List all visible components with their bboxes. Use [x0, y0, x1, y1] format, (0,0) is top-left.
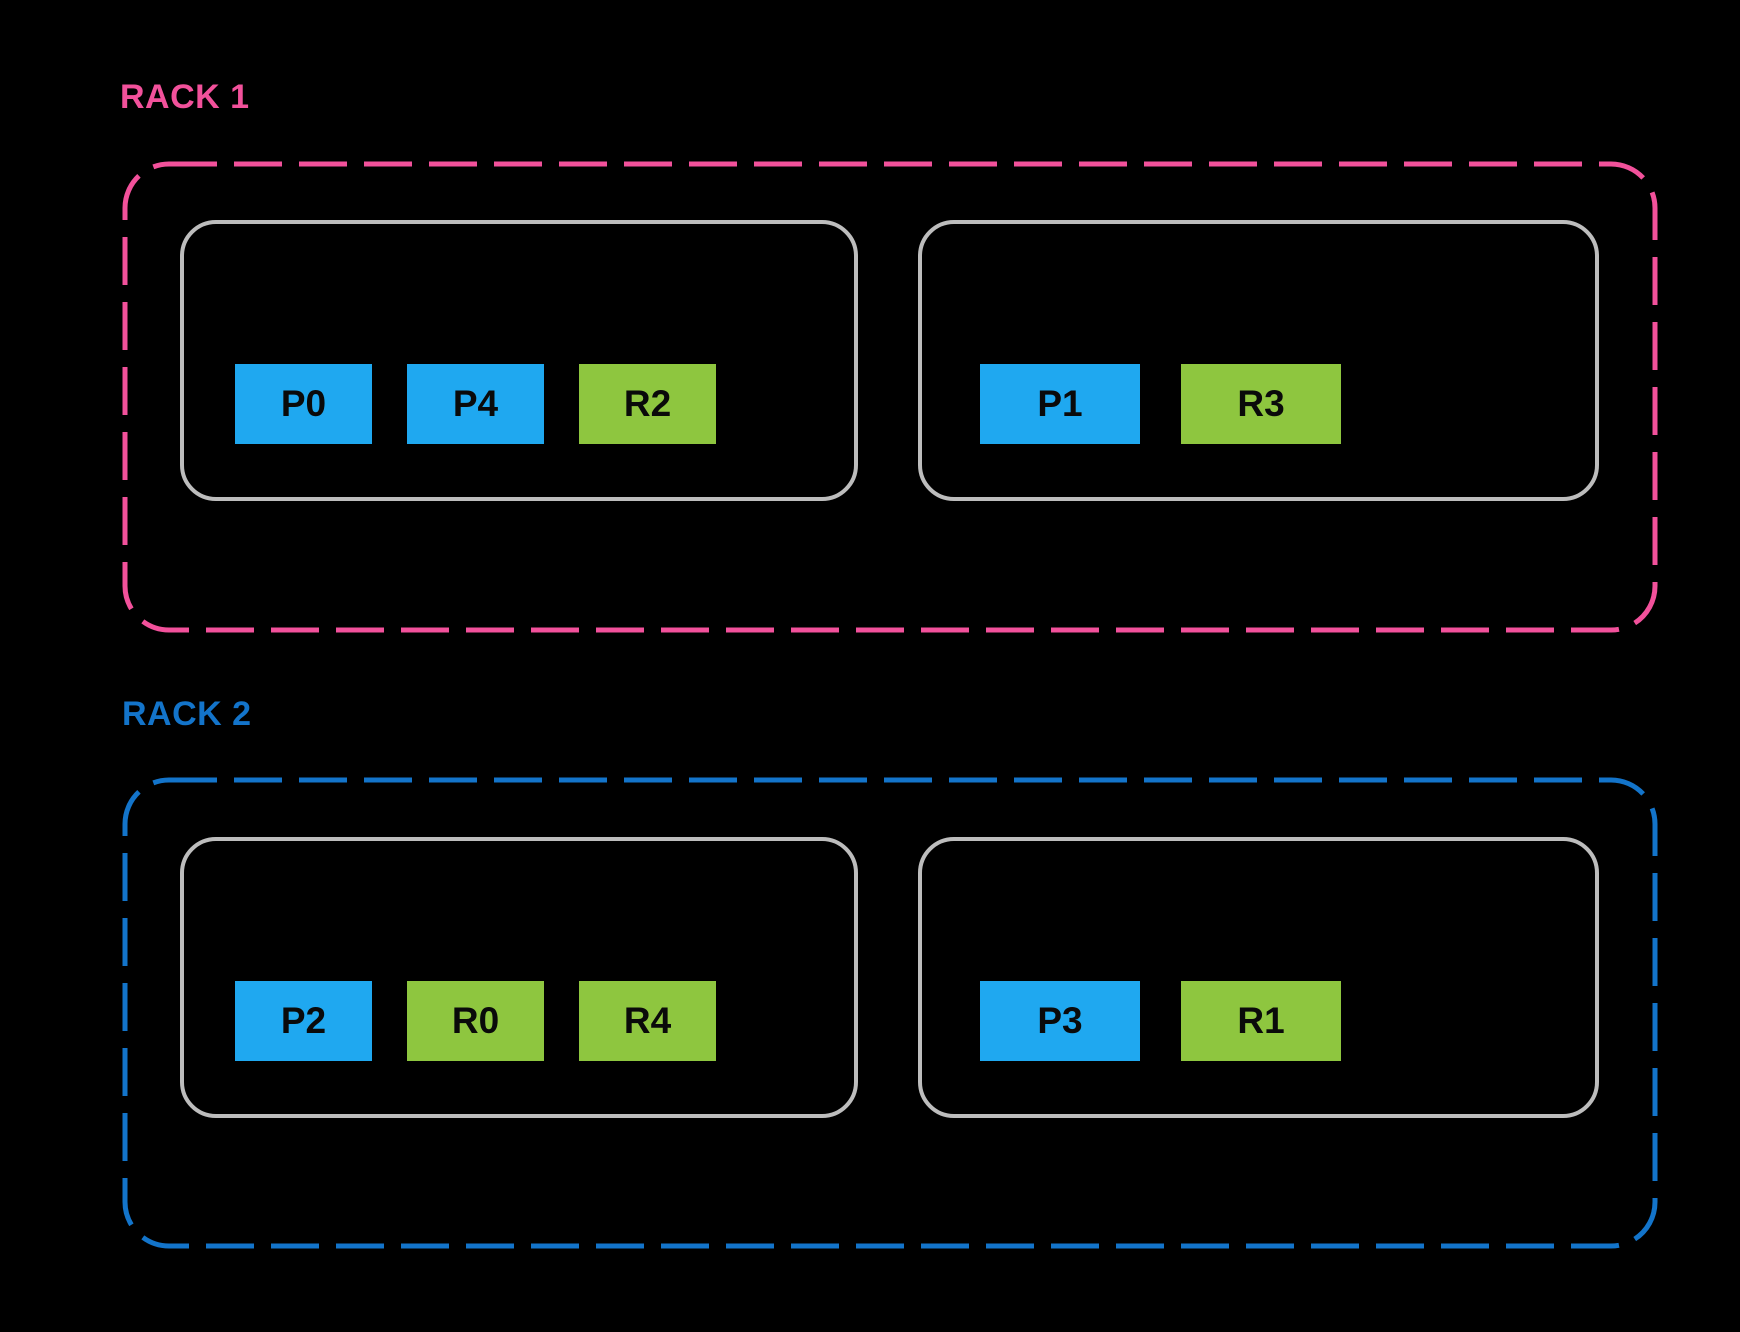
rack-2-host-1: P2 R0 R4 — [180, 837, 858, 1118]
node-p2: P2 — [235, 981, 372, 1061]
node-r1: R1 — [1181, 981, 1341, 1061]
node-p0: P0 — [235, 364, 372, 444]
rack-1-dashed-border — [122, 161, 1658, 633]
node-r4: R4 — [579, 981, 716, 1061]
node-r3: R3 — [1181, 364, 1341, 444]
node-p3: P3 — [980, 981, 1140, 1061]
rack-2-label: RACK 2 — [122, 695, 252, 733]
rack-1-host-1-nodes: P0 P4 R2 — [235, 364, 716, 444]
node-r2: R2 — [579, 364, 716, 444]
rack-2-dashed-border — [122, 777, 1658, 1249]
node-p4: P4 — [407, 364, 544, 444]
rack-2-host-2-nodes: P3 R1 — [980, 981, 1341, 1061]
rack-1-label: RACK 1 — [120, 78, 250, 116]
rack-2-host-2: P3 R1 — [918, 837, 1599, 1118]
node-p1: P1 — [980, 364, 1140, 444]
rack-2-host-1-nodes: P2 R0 R4 — [235, 981, 716, 1061]
node-r0: R0 — [407, 981, 544, 1061]
rack-1-host-2-nodes: P1 R3 — [980, 364, 1341, 444]
rack-1-host-1: P0 P4 R2 — [180, 220, 858, 501]
rack-1-host-2: P1 R3 — [918, 220, 1599, 501]
